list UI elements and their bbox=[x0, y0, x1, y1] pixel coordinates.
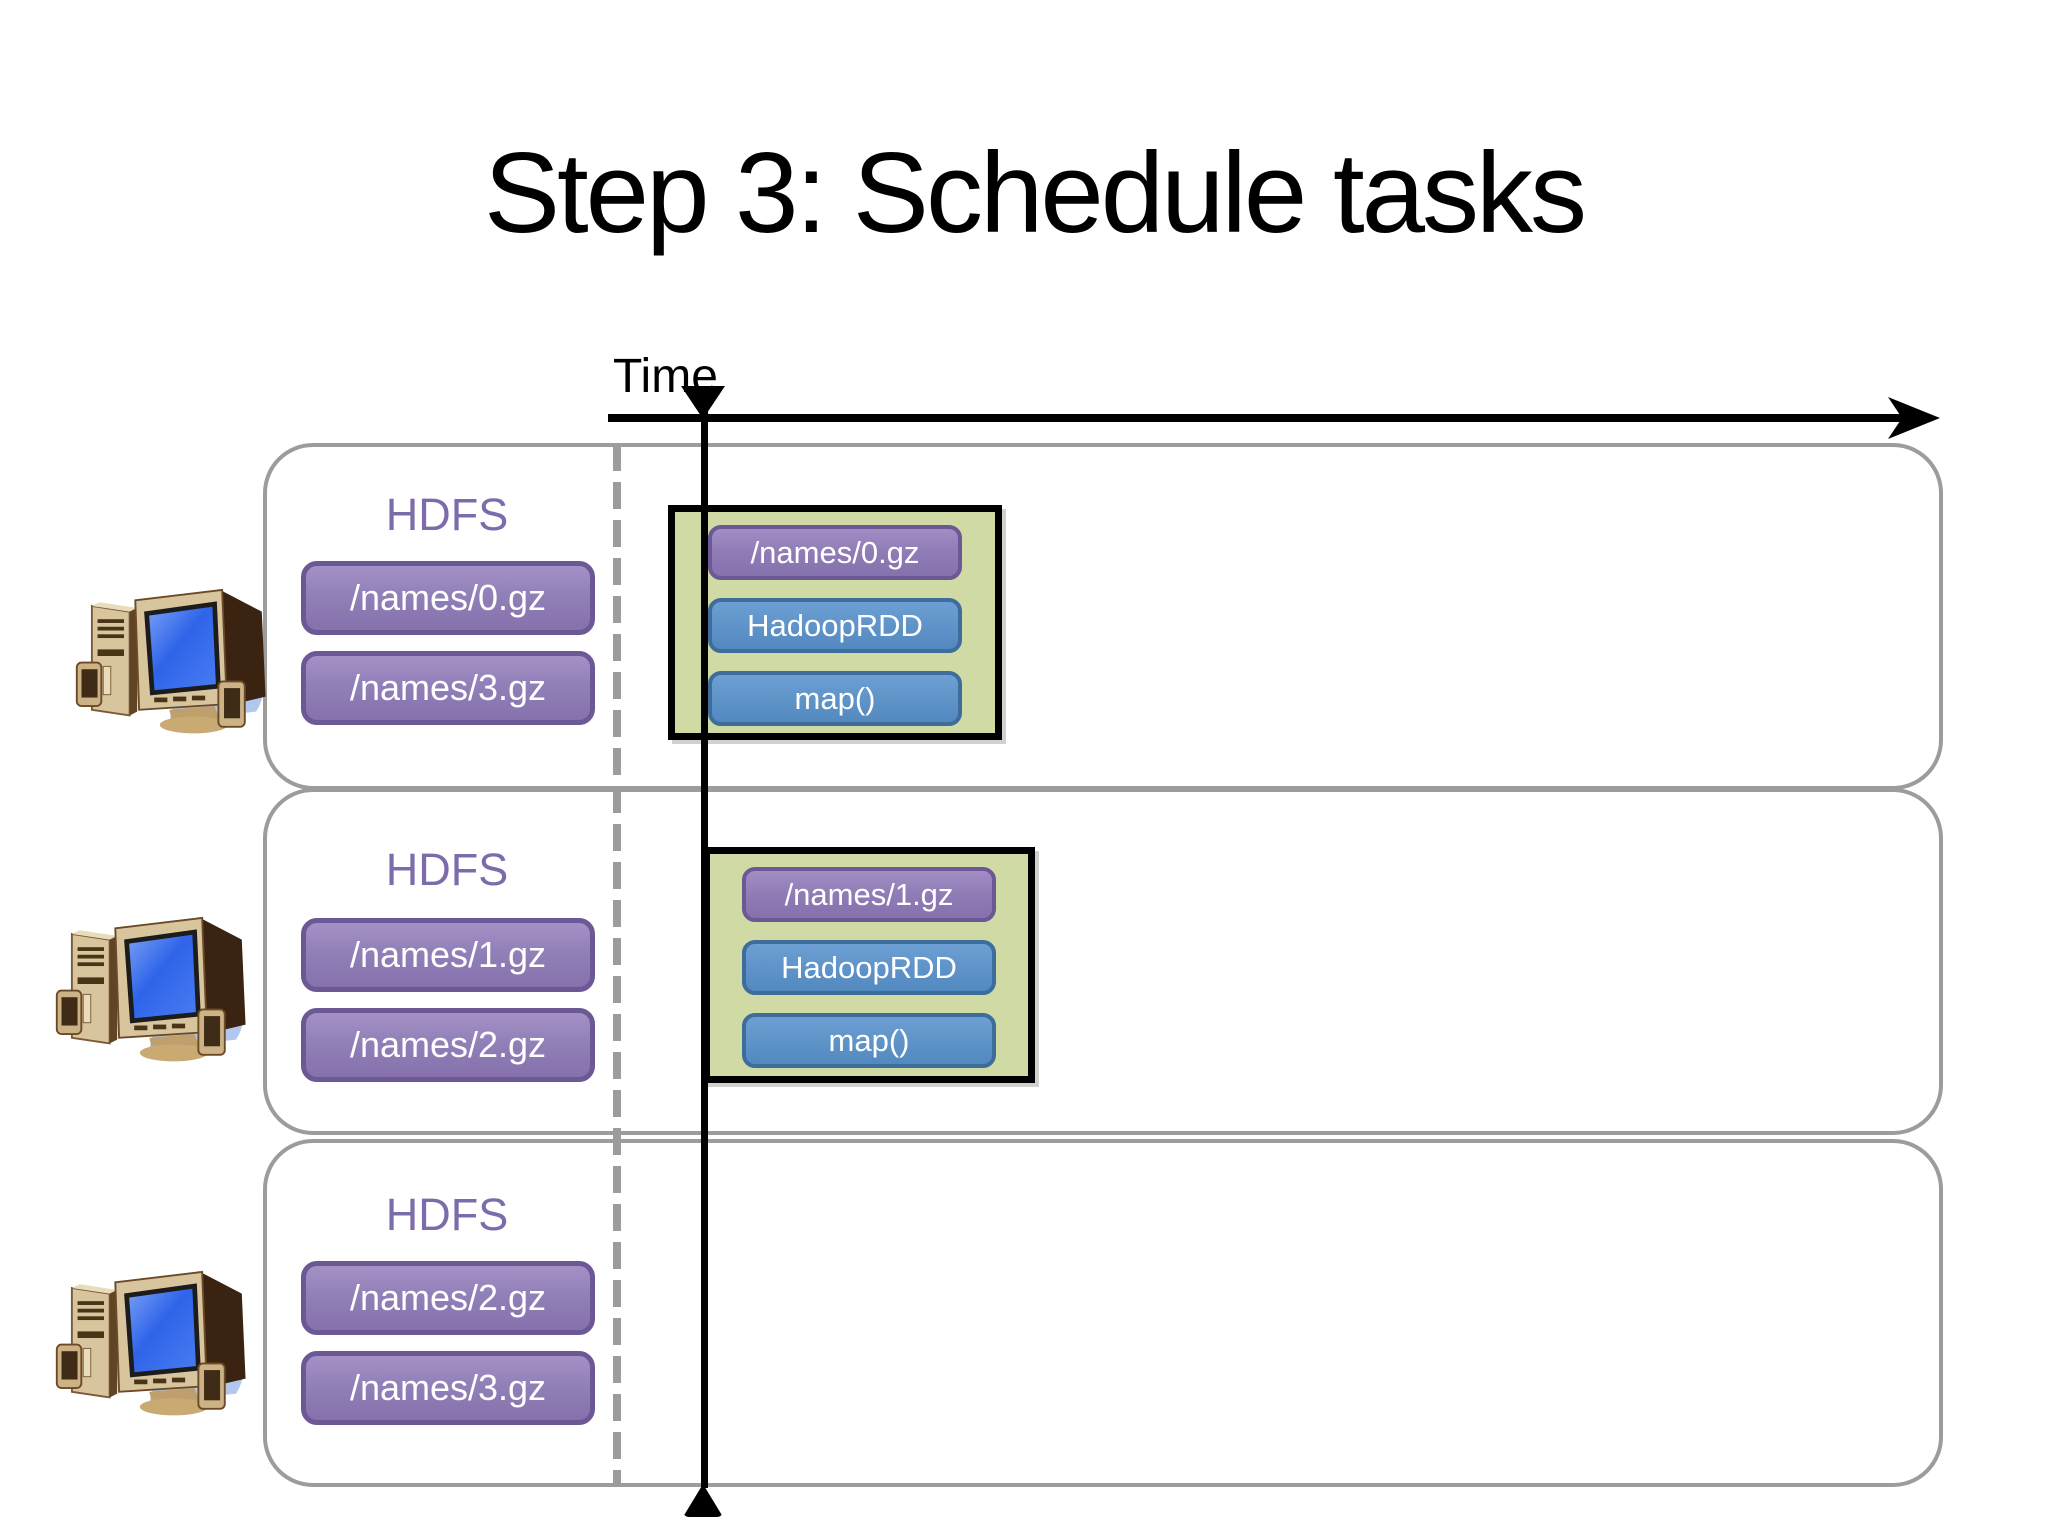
scheduled-task-2: /names/1.gz HadoopRDD map() bbox=[703, 847, 1035, 1083]
current-time-line bbox=[701, 392, 708, 1488]
scheduled-task-1: /names/0.gz HadoopRDD map() bbox=[668, 505, 1002, 740]
map-chip: map() bbox=[708, 671, 962, 726]
hdfs-label: HDFS bbox=[385, 844, 509, 895]
hdfs-file-box: /names/2.gz bbox=[301, 1008, 595, 1082]
map-chip: map() bbox=[742, 1013, 996, 1068]
task-input-file-chip: /names/0.gz bbox=[708, 525, 962, 580]
machine-lane-1: HDFS /names/0.gz /names/3.gz bbox=[263, 443, 1943, 790]
hdfs-file-box: /names/3.gz bbox=[301, 651, 595, 725]
hadooprdd-chip: HadoopRDD bbox=[742, 940, 996, 995]
hdfs-file-box: /names/1.gz bbox=[301, 918, 595, 992]
desktop-computer-icon bbox=[75, 588, 266, 734]
desktop-computer-icon bbox=[55, 1270, 246, 1416]
hdfs-file-box: /names/3.gz bbox=[301, 1351, 595, 1425]
time-axis-line bbox=[608, 414, 1904, 422]
hdfs-label: HDFS bbox=[385, 1189, 509, 1240]
hdfs-file-box: /names/2.gz bbox=[301, 1261, 595, 1335]
hdfs-file-box: /names/0.gz bbox=[301, 561, 595, 635]
time-axis-arrowhead bbox=[1888, 397, 1940, 439]
hdfs-label: HDFS bbox=[385, 489, 509, 540]
data-locality-divider bbox=[613, 444, 621, 1486]
desktop-computer-icon bbox=[55, 916, 246, 1062]
machine-lane-3: HDFS /names/2.gz /names/3.gz bbox=[263, 1139, 1943, 1487]
slide-title: Step 3: Schedule tasks bbox=[483, 130, 1587, 257]
task-input-file-chip: /names/1.gz bbox=[742, 867, 996, 922]
current-time-top-marker bbox=[681, 386, 725, 419]
time-axis-label: Time bbox=[613, 350, 718, 403]
hadooprdd-chip: HadoopRDD bbox=[708, 598, 962, 653]
current-time-bottom-marker bbox=[683, 1484, 723, 1517]
machine-lane-2: HDFS /names/1.gz /names/2.gz bbox=[263, 788, 1943, 1135]
